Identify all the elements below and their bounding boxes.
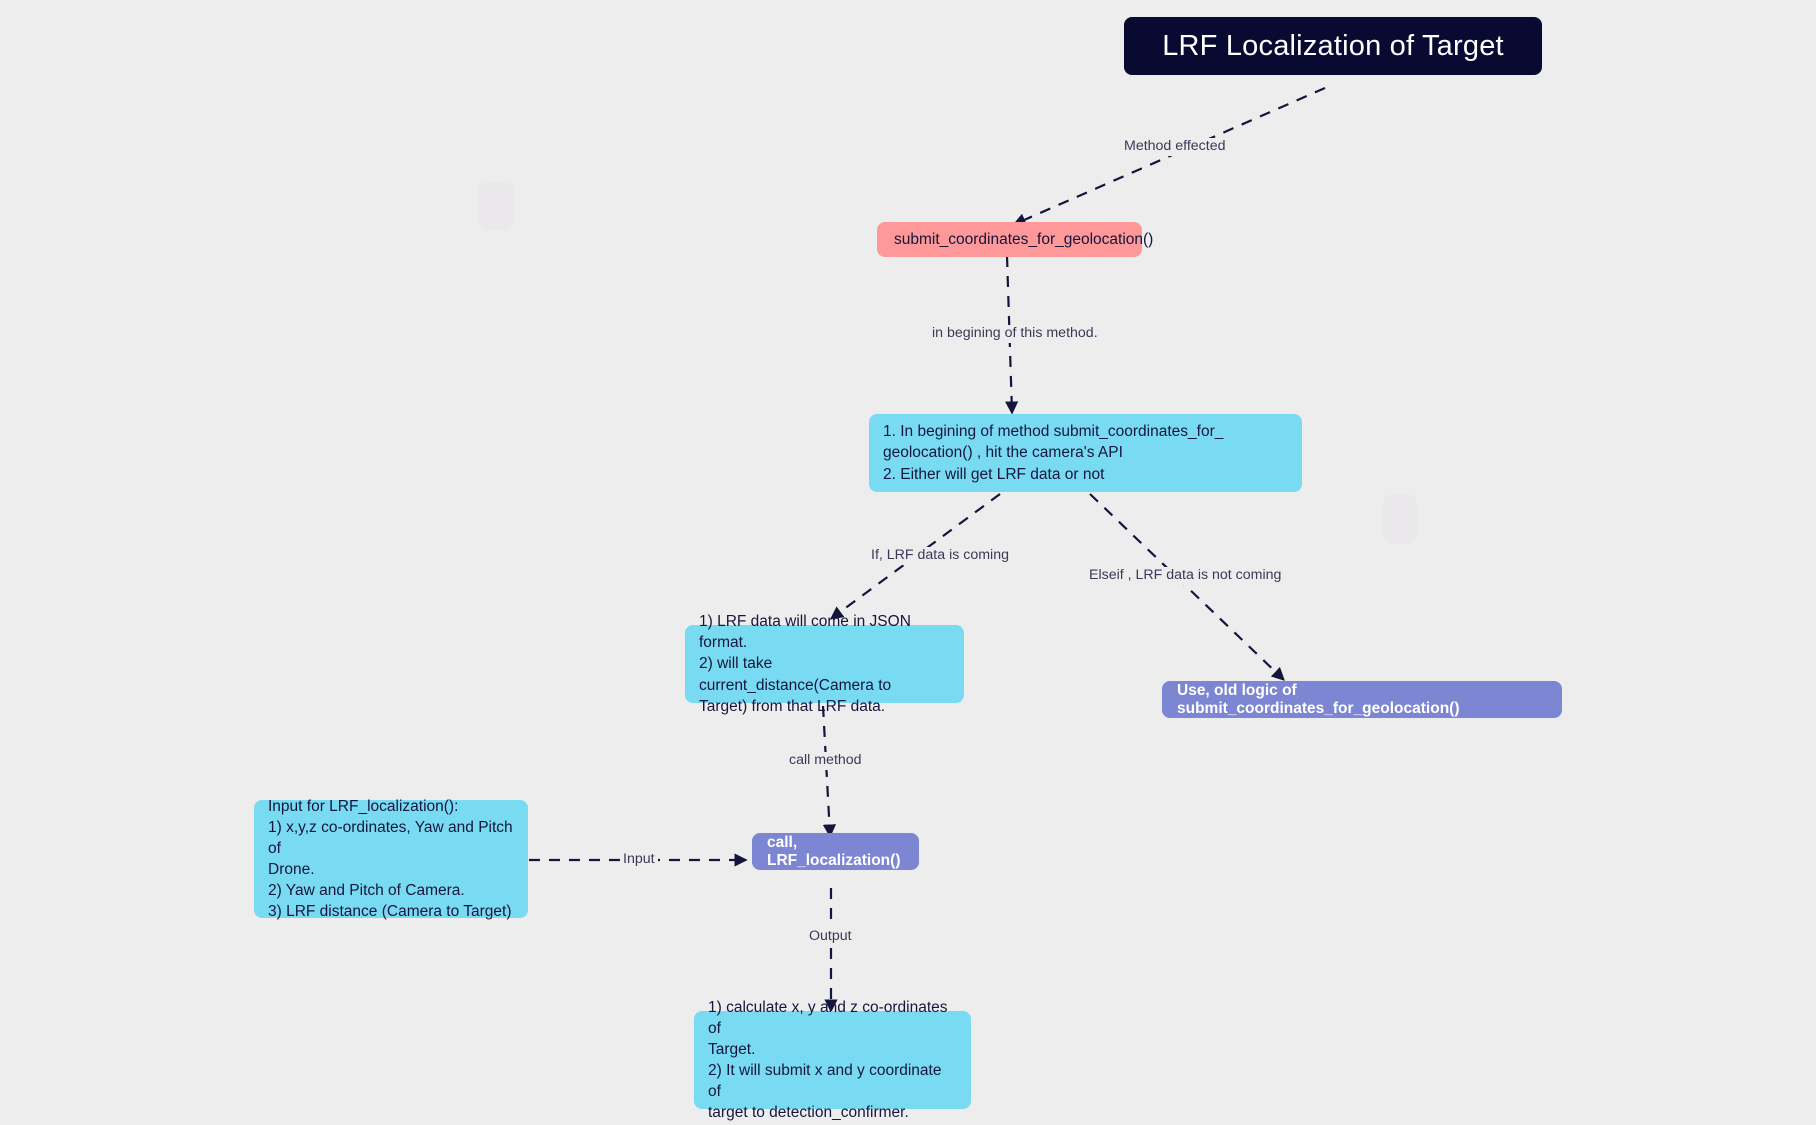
edge-label-input: Input	[620, 851, 658, 869]
node-input-box[interactable]: Input for LRF_localization(): 1) x,y,z c…	[254, 798, 528, 920]
edge-call-method-path	[821, 705, 837, 838]
node-begin-method[interactable]: 1. In begining of method submit_coordina…	[869, 414, 1302, 492]
node-old-logic[interactable]: Use, old logic of submit_coordinates_for…	[1162, 681, 1562, 718]
edge-label-output: Output	[806, 928, 855, 946]
edge-elseif-lrf-path	[1089, 493, 1285, 681]
node-lrf-json[interactable]: 1) LRF data will come in JSON format. 2)…	[685, 613, 964, 715]
edge-label-in-begining: in begining of this method.	[929, 325, 1101, 343]
node-submit-coordinates[interactable]: submit_coordinates_for_geolocation()	[877, 222, 1153, 257]
background-watermark-1	[478, 182, 514, 230]
edge-label-if-lrf: If, LRF data is coming	[868, 547, 1012, 565]
edge-label-call-method: call method	[786, 752, 865, 770]
node-call-lrf-localization[interactable]: call, LRF_localization()	[752, 833, 919, 870]
background-watermark-2	[1383, 494, 1417, 544]
edge-label-method-effected: Method effected	[1121, 138, 1229, 156]
node-output-box[interactable]: 1) calculate x, y and z co-ordinates of …	[694, 999, 971, 1121]
edge-label-elseif-lrf: Elseif , LRF data is not coming	[1086, 567, 1285, 585]
edge-method-effected-path	[1012, 86, 1326, 226]
node-title-lrf-localization[interactable]: LRF Localization of Target	[1124, 17, 1542, 75]
